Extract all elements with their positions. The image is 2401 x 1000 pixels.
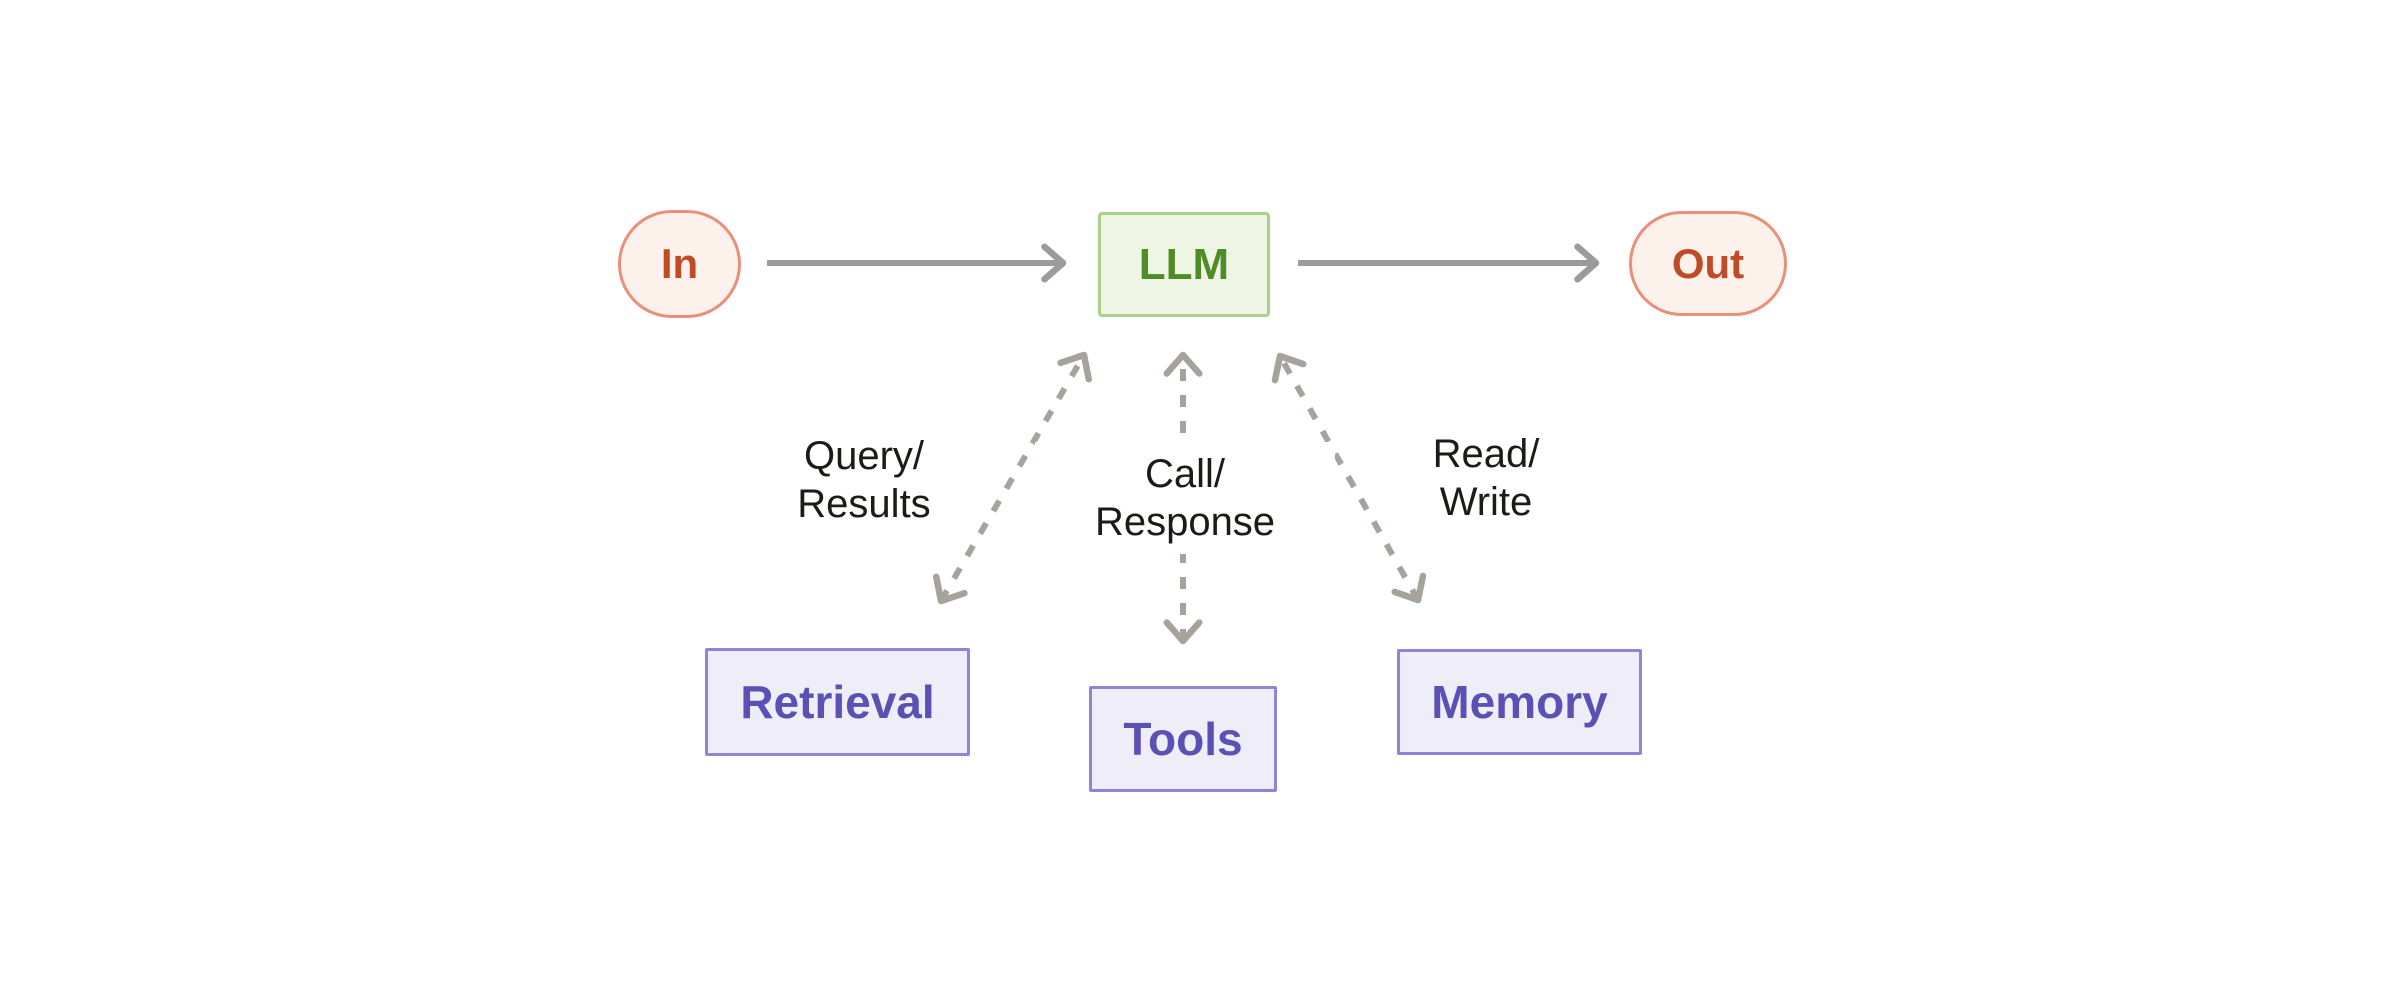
node-retrieval: Retrieval <box>705 648 970 756</box>
edge-label-line: Response <box>1094 500 1276 544</box>
edge-label-read-write: Read/ Write <box>1336 430 1636 526</box>
edge-label-line: Read/ <box>1432 432 1540 476</box>
node-memory: Memory <box>1397 649 1642 755</box>
edge-label-call-response: Call/ Response <box>1035 442 1335 554</box>
arrow-llm-memory <box>1271 352 1427 604</box>
edge-label-line: Results <box>797 482 931 526</box>
edge-label-line: Write <box>1439 480 1533 524</box>
node-in: In <box>618 210 741 318</box>
node-tools: Tools <box>1089 686 1277 792</box>
arrow-llm-retrieval <box>933 351 1092 605</box>
edge-label-line: Call/ <box>1144 452 1226 496</box>
edge-label-query-results: Query/ Results <box>714 432 1014 528</box>
node-out: Out <box>1629 211 1787 316</box>
node-llm: LLM <box>1098 212 1270 317</box>
edge-label-line: Query/ <box>803 434 925 478</box>
